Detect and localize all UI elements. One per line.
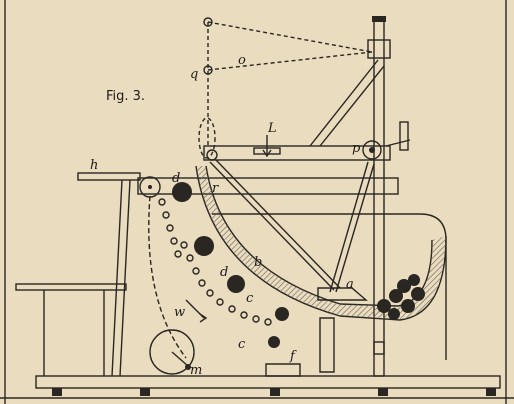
pivot-q [203, 65, 213, 75]
sector-struts [209, 159, 375, 293]
feed-table [77, 172, 141, 377]
grinding-balls [172, 182, 425, 348]
label-f: f [289, 349, 297, 364]
link-rod-2 [319, 65, 385, 147]
label-c-low: c [238, 337, 246, 352]
label-w: w [174, 305, 185, 320]
pedestal [319, 317, 335, 373]
base-feet [52, 388, 496, 396]
vertical-post [367, 16, 391, 377]
label-p: p [352, 141, 361, 156]
dashed-linkage [207, 21, 373, 146]
chain-links [158, 198, 272, 326]
label-c-mid: c [246, 291, 254, 306]
pivot-r [206, 149, 218, 161]
bracket-a [317, 287, 368, 301]
label-a: a [346, 277, 354, 292]
label-h: h [90, 158, 98, 173]
post-marker [373, 341, 385, 355]
label-m: m [190, 363, 202, 378]
left-bench [15, 283, 127, 376]
frame-rail [137, 177, 399, 195]
foot-f [265, 363, 301, 377]
figure-caption: Fig. 3. [106, 89, 145, 104]
label-d-top: d [172, 171, 180, 186]
drive-wheel [149, 329, 195, 375]
link-rod [309, 59, 379, 147]
chute-hatching [196, 166, 446, 320]
label-r: r [212, 181, 219, 196]
label-q: q [190, 67, 198, 82]
label-b: b [254, 255, 262, 270]
label-d-mid: d [220, 265, 228, 280]
pivot-top [203, 17, 213, 27]
base-plank [35, 375, 501, 389]
return-chain [148, 195, 187, 359]
lever-arm [203, 121, 411, 161]
counterweight-outline [198, 117, 216, 159]
label-L: L [267, 121, 277, 136]
label-o: o [238, 53, 246, 68]
